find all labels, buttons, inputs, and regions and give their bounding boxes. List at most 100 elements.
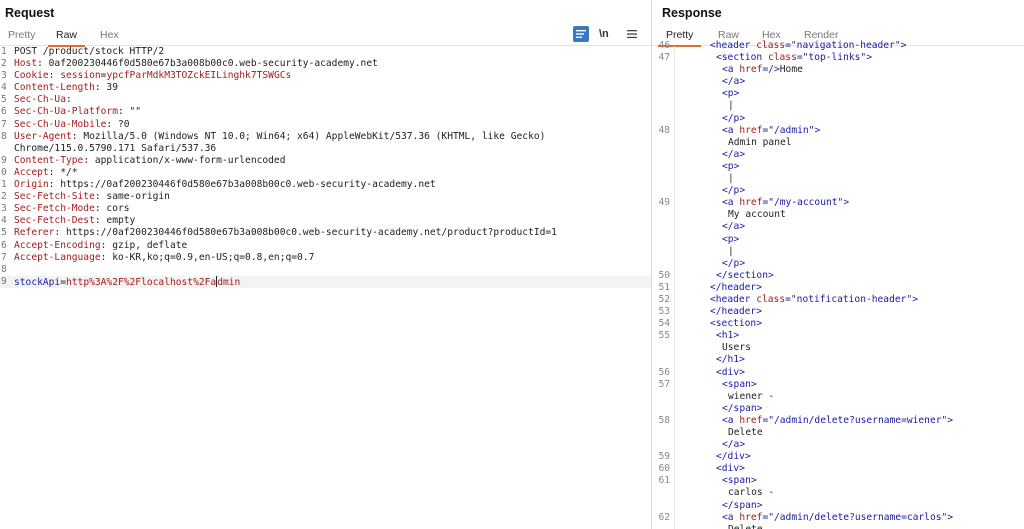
line-text: Accept: */* [14, 167, 78, 179]
line-text: <div> [686, 463, 745, 475]
request-tabs: Pretty Raw Hex [0, 27, 651, 47]
token: Chrome/115.0.5790.171 Safari/537.36 [14, 142, 217, 154]
token: Accept-Language [14, 251, 101, 263]
token: class [756, 293, 786, 305]
token: "/admin" [768, 124, 815, 136]
line-number: 8 [1, 263, 7, 275]
line-text: Admin panel [686, 137, 792, 149]
token: : */* [48, 166, 78, 178]
wrap-lines-button[interactable] [573, 26, 589, 42]
line-number: 46 [658, 40, 670, 51]
tab-request-raw[interactable]: Raw [48, 27, 86, 47]
token: = [100, 70, 107, 82]
line-number: 57 [658, 378, 670, 390]
response-code-line: Admin panel [652, 137, 1024, 149]
line-text: carlos - [686, 487, 774, 499]
token: <p> [722, 233, 740, 245]
token: Sec-Fetch-Mode [14, 203, 95, 215]
token: Sec-Fetch-Site [14, 191, 95, 203]
line-number: 60 [658, 463, 670, 475]
line-text: <h1> [686, 330, 739, 342]
token: Delete [728, 427, 763, 438]
token: </a> [722, 148, 746, 160]
token: </section> [716, 269, 774, 281]
line-text: <span> [686, 475, 757, 487]
line-text: </a> [686, 149, 745, 161]
response-gutter [652, 46, 675, 529]
request-code-line: 6 Accept-Encoding: gzip, deflate [0, 240, 651, 252]
response-code-line: My account [652, 209, 1024, 221]
token: Sec-Ch-Ua-Mobile [14, 118, 107, 130]
line-text: </a> [686, 439, 745, 451]
tab-request-pretty[interactable]: Pretty [8, 29, 36, 41]
response-code-line: </a> [652, 76, 1024, 88]
response-code-line: 56<div> [652, 367, 1024, 379]
line-number: 1 [1, 46, 7, 57]
line-text: wiener - [686, 391, 774, 403]
token: =/> [762, 64, 780, 76]
line-number: 7 [1, 118, 7, 130]
token: href [739, 511, 763, 523]
line-text: <p> [686, 161, 739, 173]
response-code-line: 54<section> [652, 318, 1024, 330]
token: : "" [117, 106, 142, 118]
token: <header [710, 293, 757, 305]
token: > [947, 414, 954, 426]
response-code-line: 60 <div> [652, 463, 1024, 475]
tab-request-hex[interactable]: Hex [100, 29, 119, 41]
menu-button[interactable] [625, 26, 639, 42]
line-text: </div> [686, 451, 751, 463]
token: <a [722, 197, 740, 209]
token: > [912, 293, 918, 305]
response-code-line: <a href=/>Home [652, 64, 1024, 76]
token: = [60, 276, 66, 288]
response-code-line: </a> [652, 149, 1024, 161]
line-text: User-Agent: Mozilla/5.0 (Windows NT 10.0… [14, 131, 545, 143]
response-code-line: 46<header class="navigation-header"> [652, 40, 1024, 52]
token: dmin [217, 276, 241, 288]
tab-response-raw[interactable]: Raw [718, 29, 740, 41]
response-tabs: Pretty Raw Hex Render [652, 27, 1024, 47]
token: : ?0 [106, 118, 130, 130]
response-code-line: 51</header> [652, 282, 1024, 294]
line-number: 59 [658, 451, 670, 463]
line-number: 49 [658, 197, 670, 209]
request-code-line: 8 [0, 264, 651, 276]
token: <section> [710, 318, 762, 330]
token: "navigation-header" [790, 40, 901, 51]
line-number: 6 [1, 239, 7, 251]
token: <div> [716, 463, 745, 475]
line-text: <div> [686, 367, 745, 379]
line-text: Users [686, 342, 751, 354]
line-text: Sec-Fetch-Mode: cors [14, 203, 130, 215]
line-text: </p> [686, 258, 745, 270]
line-text: Accept-Language: ko-KR,ko;q=0.9,en-US;q=… [14, 252, 314, 264]
token: = [785, 40, 791, 51]
tab-response-render[interactable]: Render [804, 29, 839, 41]
tab-response-pretty[interactable]: Pretty [658, 27, 702, 47]
token: > [814, 124, 821, 136]
token: <p> [722, 88, 740, 100]
token: </p> [722, 185, 746, 197]
line-text: Accept-Encoding: gzip, deflate [14, 240, 187, 252]
token: href [739, 124, 763, 136]
request-code-line: Chrome/115.0.5790.171 Safari/537.36 [0, 143, 651, 155]
token: <p> [722, 160, 740, 172]
response-code-line: </span> [652, 500, 1024, 512]
token: class [756, 40, 786, 51]
token: "/admin/delete?username=carlos" [768, 511, 948, 523]
token: > [947, 511, 954, 523]
show-newlines-button[interactable]: \n [599, 28, 609, 40]
token: : application/x-www-form-urlencoded [83, 154, 286, 166]
response-code-line: </p> [652, 185, 1024, 197]
tab-response-hex[interactable]: Hex [762, 29, 781, 41]
token: User-Agent [14, 130, 72, 142]
token: : 39 [94, 82, 118, 94]
response-viewer[interactable]: 46<header class="navigation-header">47<s… [652, 40, 1024, 529]
line-text: Referer: https://0af200230446f0d580e67b3… [14, 227, 557, 239]
